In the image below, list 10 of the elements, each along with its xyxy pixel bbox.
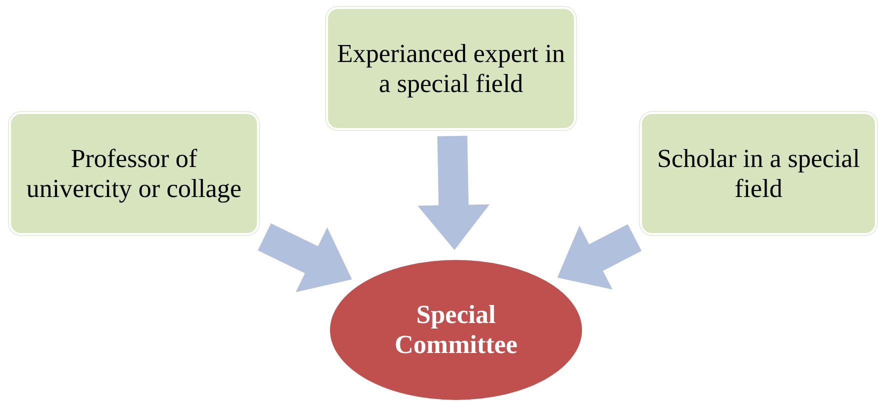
text-box — [326, 7, 576, 130]
block-arrow — [418, 136, 490, 250]
node-label: Professor of univercity or collage — [25, 144, 243, 204]
text-box — [9, 112, 259, 235]
text-box — [640, 112, 877, 235]
node-label: Special Committee — [394, 300, 518, 360]
node-label: Experianced expert in a special field — [336, 38, 566, 98]
block-arrow — [557, 224, 642, 290]
node-label: Scholar in a special field — [656, 144, 861, 204]
block-arrow — [258, 223, 352, 292]
